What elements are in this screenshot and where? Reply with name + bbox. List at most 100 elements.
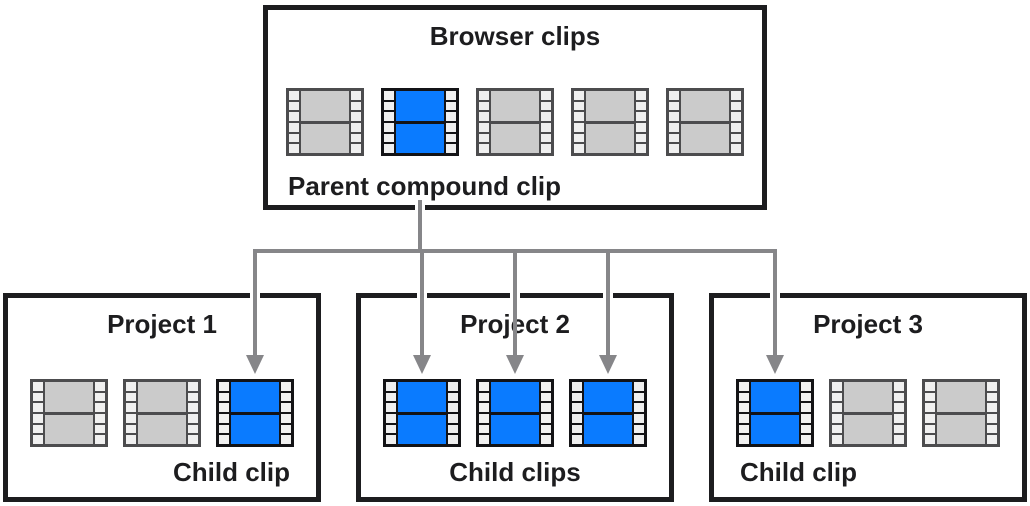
panel: [491, 91, 539, 121]
film-clip-icon: [829, 379, 907, 447]
sprocket-hole: [479, 424, 489, 434]
sprocket-hole: [281, 435, 291, 444]
sprockets: [351, 91, 361, 153]
sprocket-hole: [739, 382, 749, 391]
sprocket-hole: [33, 392, 43, 402]
panel: [584, 414, 632, 444]
sprocket-hole: [446, 112, 456, 121]
sprocket-hole: [448, 435, 458, 444]
sprocket-hole: [636, 144, 646, 153]
sprocket-hole: [541, 112, 551, 121]
sprocket-hole: [126, 403, 136, 412]
project-2-child-clips-label: Child clips: [361, 458, 669, 486]
panels: [584, 382, 632, 444]
sprocket-hole: [739, 424, 749, 434]
panels: [138, 382, 186, 444]
sprocket-hole: [634, 424, 644, 434]
film-clip-icon: [30, 379, 108, 447]
panel: [138, 414, 186, 444]
sprocket-hole: [739, 403, 749, 412]
panel: [844, 382, 892, 412]
sprocket-hole: [219, 403, 229, 412]
sprocket-hole: [95, 424, 105, 434]
sprocket-hole: [281, 424, 291, 434]
sprocket-hole: [446, 123, 456, 132]
project-3-title: Project 3: [714, 310, 1022, 338]
panel: [138, 382, 186, 412]
sprocket-hole: [731, 112, 741, 121]
sprocket-hole: [739, 414, 749, 423]
sprocket-hole: [894, 392, 904, 402]
sprocket-hole: [281, 392, 291, 402]
sprocket-hole: [188, 435, 198, 444]
sprocket-hole: [95, 414, 105, 423]
sprocket-hole: [739, 392, 749, 402]
sprocket-hole: [448, 382, 458, 391]
sprocket-hole: [801, 414, 811, 423]
compound-clip-icon: [736, 379, 814, 447]
sprocket-hole: [126, 435, 136, 444]
sprockets: [574, 91, 584, 153]
panels: [396, 91, 444, 153]
sprocket-hole: [574, 91, 584, 100]
panels: [937, 382, 985, 444]
project-3-title-text: Project 3: [805, 310, 931, 338]
sprocket-hole: [634, 403, 644, 412]
film-clip-icon: [922, 379, 1000, 447]
compound-clip-icon: [216, 379, 294, 447]
sprockets: [479, 382, 489, 444]
sprocket-hole: [801, 403, 811, 412]
sprocket-hole: [636, 133, 646, 143]
sprocket-hole: [541, 424, 551, 434]
project-1-clip-row: [8, 379, 316, 447]
sprocket-hole: [219, 424, 229, 434]
panel: [491, 123, 539, 153]
sprockets: [289, 91, 299, 153]
panel: [398, 414, 446, 444]
sprocket-hole: [636, 112, 646, 121]
sprocket-hole: [384, 133, 394, 143]
sprocket-hole: [636, 123, 646, 132]
sprockets: [987, 382, 997, 444]
panel: [231, 414, 279, 444]
sprocket-hole: [219, 392, 229, 402]
sprocket-hole: [351, 91, 361, 100]
sprocket-hole: [574, 101, 584, 111]
sprocket-hole: [386, 392, 396, 402]
film-clip-icon: [571, 88, 649, 156]
project-3-child-clip-label-text: Child clip: [740, 457, 857, 487]
sprocket-hole: [572, 414, 582, 423]
sprockets: [636, 91, 646, 153]
sprocket-hole: [479, 112, 489, 121]
panel: [301, 91, 349, 121]
sprockets: [894, 382, 904, 444]
sprocket-hole: [801, 424, 811, 434]
panel: [844, 414, 892, 444]
sprocket-hole: [289, 91, 299, 100]
sprockets: [386, 382, 396, 444]
project-3-clip-row: [714, 379, 1022, 447]
sprocket-hole: [572, 403, 582, 412]
sprocket-hole: [832, 414, 842, 423]
sprocket-hole: [386, 382, 396, 391]
sprocket-hole: [219, 435, 229, 444]
sprocket-hole: [832, 424, 842, 434]
sprocket-hole: [33, 414, 43, 423]
sprocket-hole: [351, 101, 361, 111]
sprocket-hole: [384, 101, 394, 111]
sprocket-hole: [479, 91, 489, 100]
sprocket-hole: [669, 91, 679, 100]
sprocket-hole: [281, 414, 291, 423]
sprocket-hole: [448, 392, 458, 402]
sprocket-hole: [574, 112, 584, 121]
film-clip-icon: [476, 88, 554, 156]
sprocket-hole: [384, 91, 394, 100]
sprockets: [669, 91, 679, 153]
sprocket-hole: [669, 101, 679, 111]
panels: [398, 382, 446, 444]
panel: [751, 382, 799, 412]
sprocket-hole: [634, 382, 644, 391]
sprocket-hole: [987, 414, 997, 423]
sprocket-hole: [541, 403, 551, 412]
sprocket-hole: [572, 424, 582, 434]
